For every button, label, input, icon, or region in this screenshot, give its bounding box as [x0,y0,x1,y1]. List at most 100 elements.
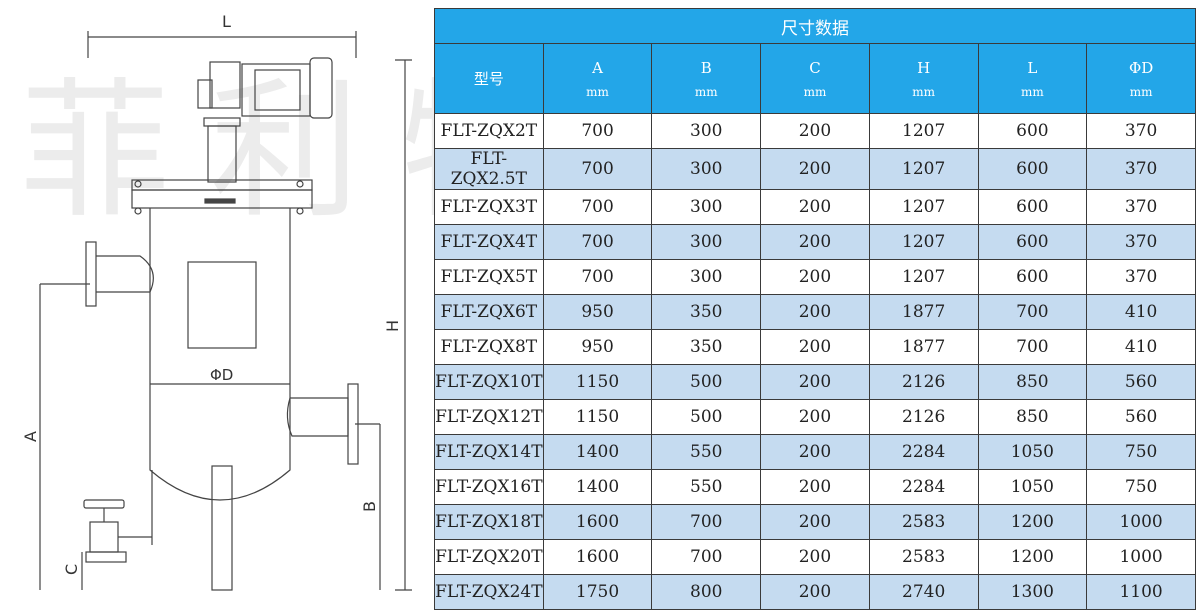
label-b: B [360,501,379,512]
table-cell: FLT-ZQX14T [434,434,544,470]
table-cell: 2126 [868,364,979,400]
table-cell: FLT-ZQX24T [434,574,544,610]
table-cell: 700 [542,113,653,149]
table-cell: FLT-ZQX16T [434,469,544,505]
table-cell: FLT-ZQX6T [434,294,544,330]
table-cell: 350 [651,329,762,365]
table-cell: 1207 [868,259,979,295]
table-cell: 560 [1086,364,1196,400]
table-cell: 1750 [542,574,653,610]
table-cell: 1600 [542,504,653,540]
table-cell: FLT-ZQX5T [434,259,544,295]
table-cell: 300 [651,113,762,149]
table-cell: 410 [1086,329,1196,365]
table-cell: 200 [760,364,870,400]
label-h: H [383,320,402,332]
table-cell: FLT-ZQX12T [434,399,544,435]
table-cell: 300 [651,259,762,295]
table-cell: 1300 [977,574,1088,610]
table-cell: 950 [542,329,653,365]
table-cell: 300 [651,189,762,225]
table-cell: 550 [651,434,762,470]
table-cell: 2126 [868,399,979,435]
table-cell: FLT-ZQX10T [434,364,544,400]
table-cell: 1000 [1086,504,1196,540]
table-cell: 950 [542,294,653,330]
label-c: C [62,564,81,575]
filter-technical-drawing: L H A B C ΦD [21,12,412,591]
header-model: 型号 [434,43,544,114]
table-cell: FLT-ZQX2T [434,113,544,149]
table-cell: 1207 [868,189,979,225]
table-cell: 500 [651,364,762,400]
table-cell: 200 [760,539,870,575]
table-cell: 1600 [542,539,653,575]
table-cell: 370 [1086,113,1196,149]
table-cell: 1100 [1086,574,1196,610]
table-cell: 700 [542,148,653,190]
table-cell: 2284 [868,434,979,470]
table-cell: 200 [760,329,870,365]
table-cell: 200 [760,113,870,149]
table-cell: 1050 [977,434,1088,470]
table-cell: 600 [977,148,1088,190]
table-cell: 1400 [542,434,653,470]
table-cell: 1000 [1086,539,1196,575]
table-cell: FLT-ZQX3T [434,189,544,225]
table-cell: 370 [1086,148,1196,190]
table-cell: 1150 [542,364,653,400]
table-cell: 1877 [868,329,979,365]
table-cell: 2740 [868,574,979,610]
table-title-row: 尺寸数据 [434,8,1196,44]
table-cell: 1050 [977,469,1088,505]
label-d: ΦD [210,366,233,384]
table-cell: 410 [1086,294,1196,330]
table-cell: 300 [651,224,762,260]
table-cell: 1200 [977,504,1088,540]
table-cell: 1200 [977,539,1088,575]
table-cell: 200 [760,189,870,225]
table-cell: 200 [760,294,870,330]
table-cell: FLT-ZQX2.5T [434,148,544,190]
table-cell: 700 [542,189,653,225]
table-cell: 560 [1086,399,1196,435]
table-cell: 750 [1086,434,1196,470]
table-cell: 850 [977,364,1088,400]
table-cell: FLT-ZQX4T [434,224,544,260]
table-cell: FLT-ZQX20T [434,539,544,575]
table-cell: 700 [542,259,653,295]
table-cell: 370 [1086,189,1196,225]
table-cell: 850 [977,399,1088,435]
label-l: L [222,12,231,31]
table-cell: 1877 [868,294,979,330]
table-cell: 1400 [542,469,653,505]
table-cell: 700 [651,539,762,575]
table-cell: 200 [760,469,870,505]
table-cell: 700 [651,504,762,540]
table-cell: 600 [977,259,1088,295]
table-cell: 700 [977,294,1088,330]
table-cell: 200 [760,504,870,540]
table-cell: 300 [651,148,762,190]
table-cell: 700 [977,329,1088,365]
label-a: A [21,431,40,442]
table-cell: 350 [651,294,762,330]
table-cell: 1150 [542,399,653,435]
